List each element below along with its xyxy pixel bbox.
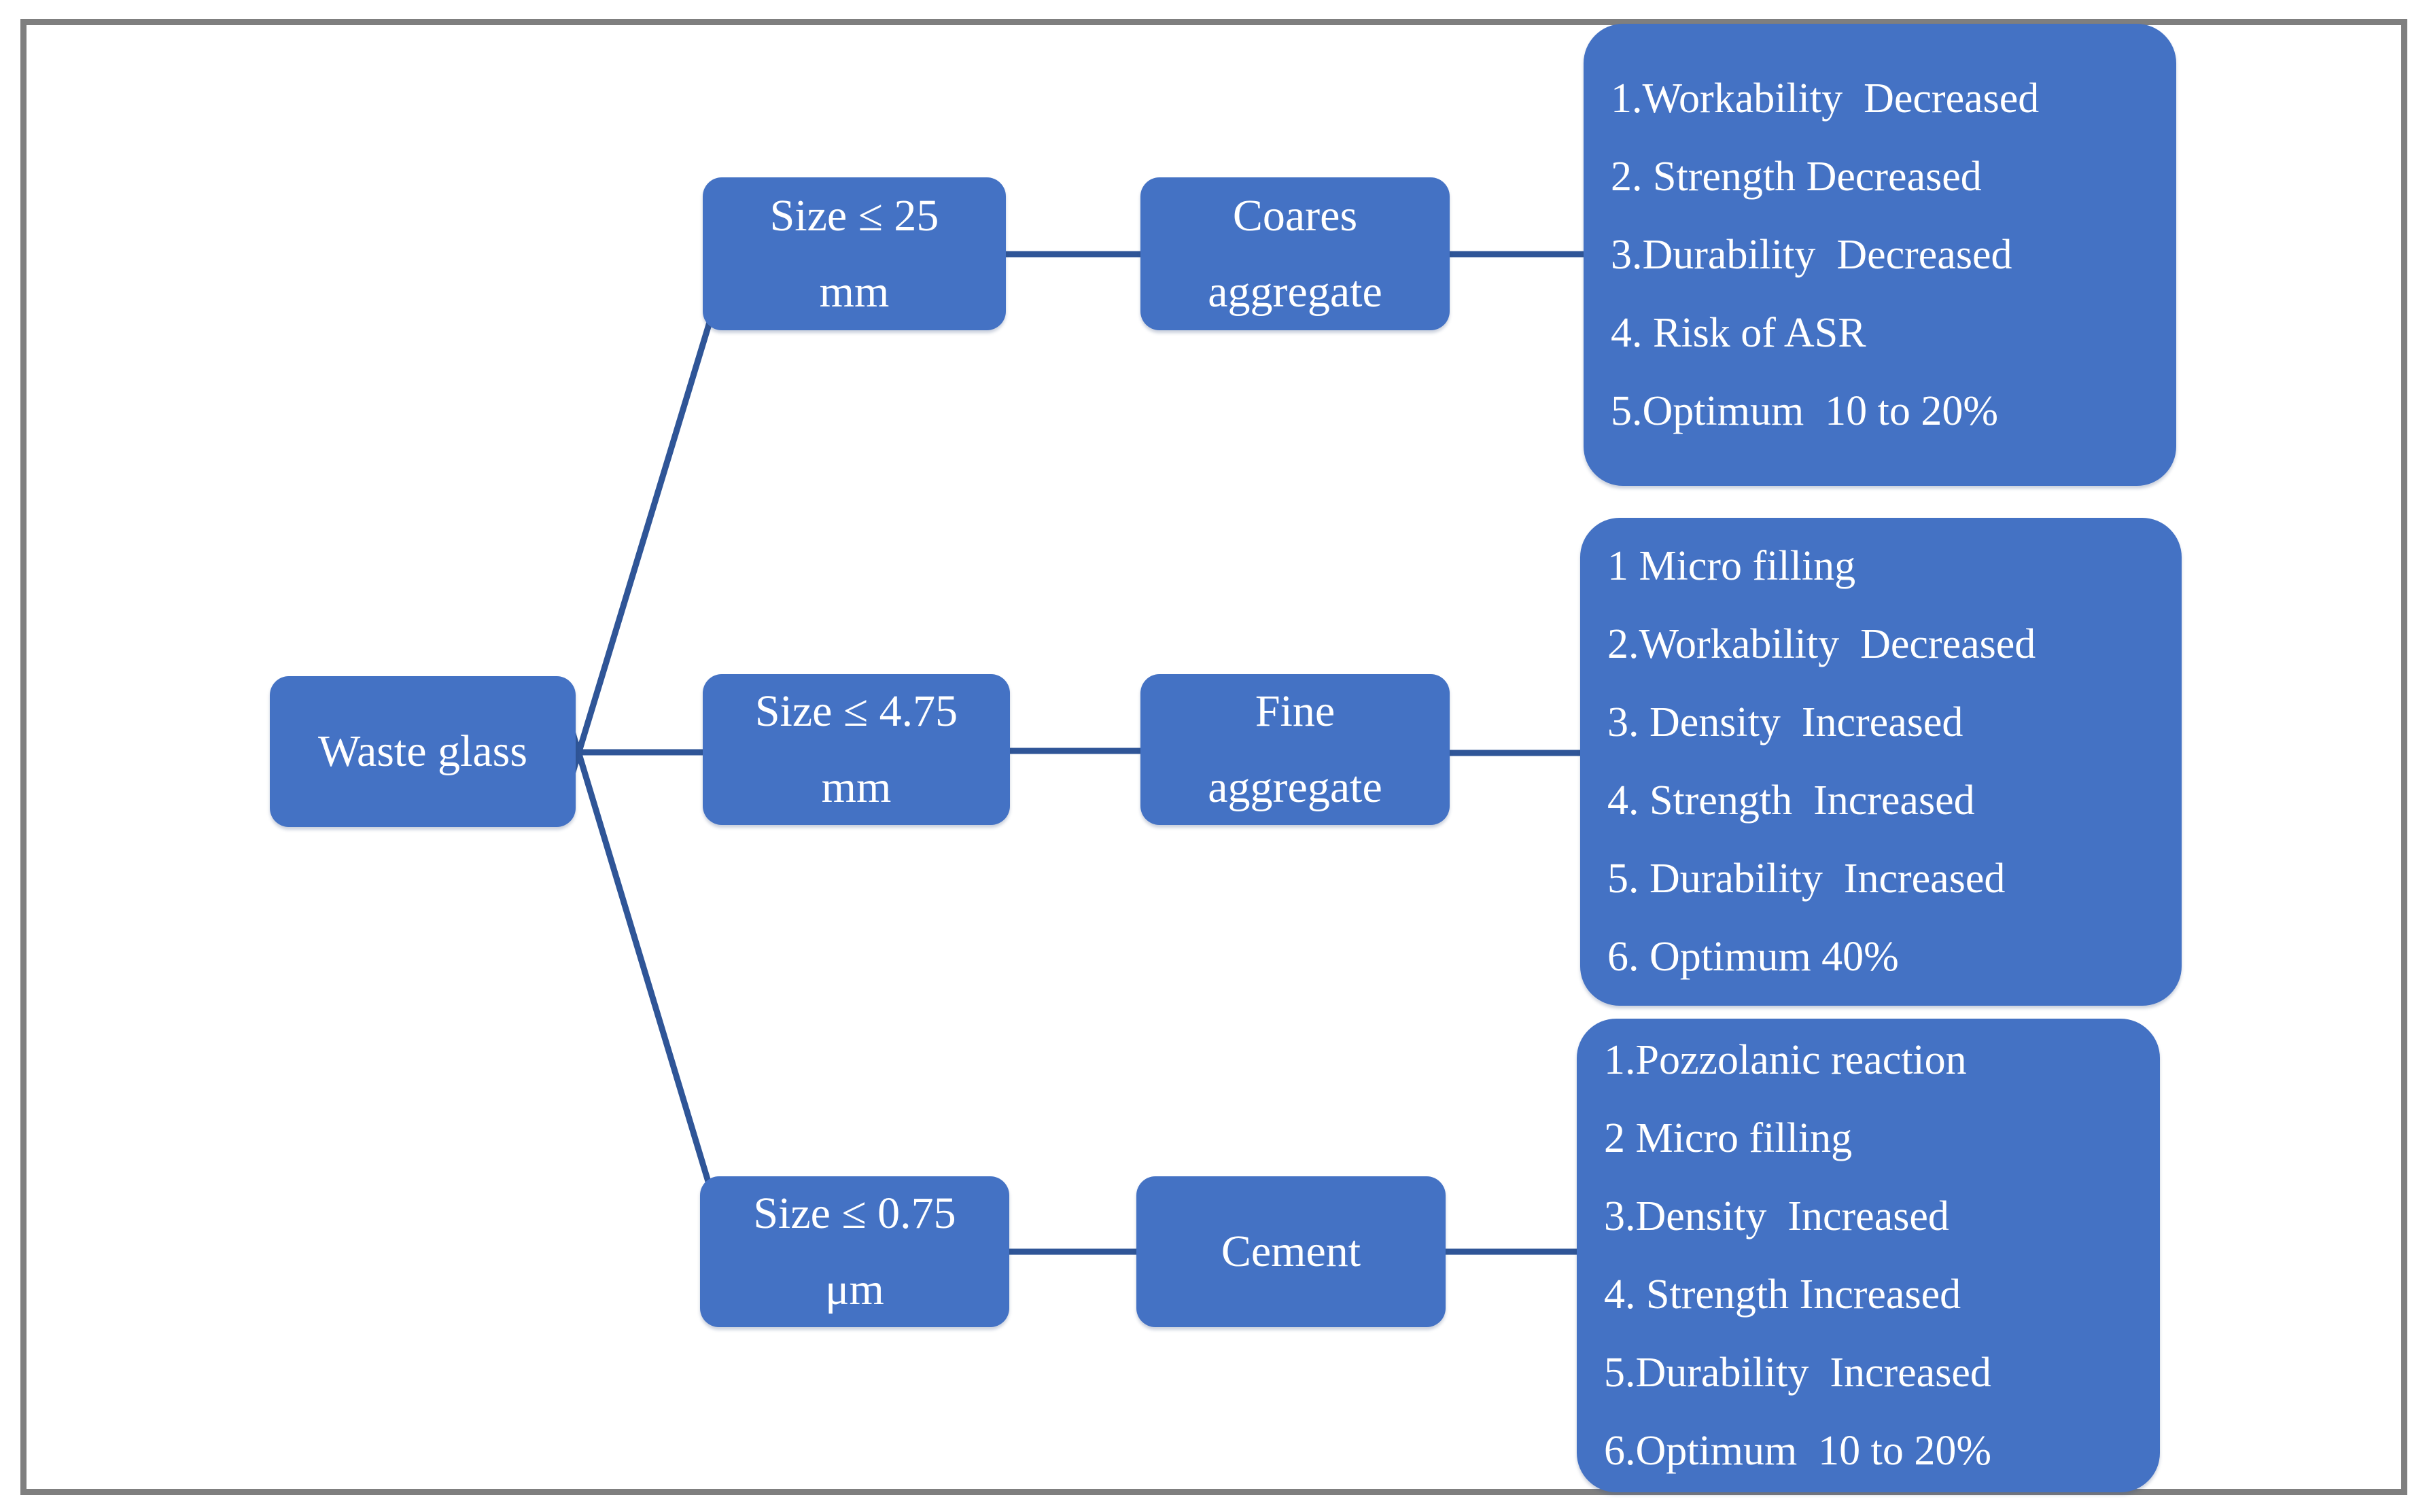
size-node-075um-line1: Size ≤ 0.75 (753, 1189, 956, 1238)
effect-item: 2. Strength Decreased (1611, 153, 1982, 200)
size-node-25mm-line1: Size ≤ 25 (769, 190, 939, 241)
effect-item: 3. Density Increased (1607, 699, 1963, 745)
use-node-fine-line1: Fine (1255, 686, 1335, 736)
use-node-fine-line2: aggregate (1208, 762, 1382, 812)
size-node-075um-line2: μm (825, 1265, 884, 1314)
effect-item: 1 Micro filling (1607, 543, 1856, 589)
connector-root-to-size075 (559, 697, 725, 1230)
waste-glass-label: Waste glass (317, 726, 528, 776)
effect-item: 2.Workability Decreased (1607, 621, 2036, 667)
effects-box-cement: 1.Pozzolanic reaction 2 Micro filling 3.… (1577, 1019, 2160, 1492)
effect-item: 3.Density Increased (1604, 1193, 1949, 1240)
use-node-cement: Cement (1136, 1176, 1446, 1327)
effects-box-coarse-aggregate: 1.Workability Decreased 2. Strength Decr… (1584, 24, 2176, 486)
effect-item: 3.Durability Decreased (1611, 231, 2012, 278)
size-node-475mm: Size ≤ 4.75 mm (703, 674, 1010, 825)
effect-item: 1.Pozzolanic reaction (1604, 1036, 1967, 1083)
size-node-075um: Size ≤ 0.75 μm (700, 1176, 1009, 1327)
waste-glass-node: Waste glass (270, 676, 576, 827)
effect-item: 5. Durability Increased (1607, 856, 2006, 902)
effect-item: 5.Optimum 10 to 20% (1611, 387, 1999, 434)
size-node-25mm: Size ≤ 25 mm (703, 177, 1006, 330)
effect-item: 4. Risk of ASR (1611, 309, 1866, 356)
effect-item: 4. Strength Increased (1607, 777, 1975, 824)
effect-item: 4. Strength Increased (1604, 1271, 1961, 1318)
size-node-475mm-line1: Size ≤ 4.75 (754, 686, 958, 736)
effects-box-fine-aggregate: 1 Micro filling 2.Workability Decreased … (1580, 518, 2182, 1006)
connector-root-to-size25 (559, 279, 725, 809)
use-node-coarse-line2: aggregate (1208, 266, 1382, 317)
use-node-coarse-aggregate: Coares aggregate (1140, 177, 1450, 330)
use-node-fine-aggregate: Fine aggregate (1140, 674, 1450, 825)
use-node-coarse-line1: Coares (1232, 190, 1358, 241)
effect-item: 2 Micro filling (1604, 1114, 1853, 1161)
frame-border (20, 19, 2407, 1495)
effect-item: 6. Optimum 40% (1607, 934, 1899, 980)
use-node-cement-line1: Cement (1221, 1227, 1361, 1276)
size-node-475mm-line2: mm (821, 762, 892, 812)
effect-item: 6.Optimum 10 to 20% (1604, 1427, 1992, 1474)
size-node-25mm-line2: mm (819, 266, 890, 317)
effect-item: 5.Durability Increased (1604, 1349, 1991, 1396)
effect-item: 1.Workability Decreased (1611, 75, 2040, 122)
